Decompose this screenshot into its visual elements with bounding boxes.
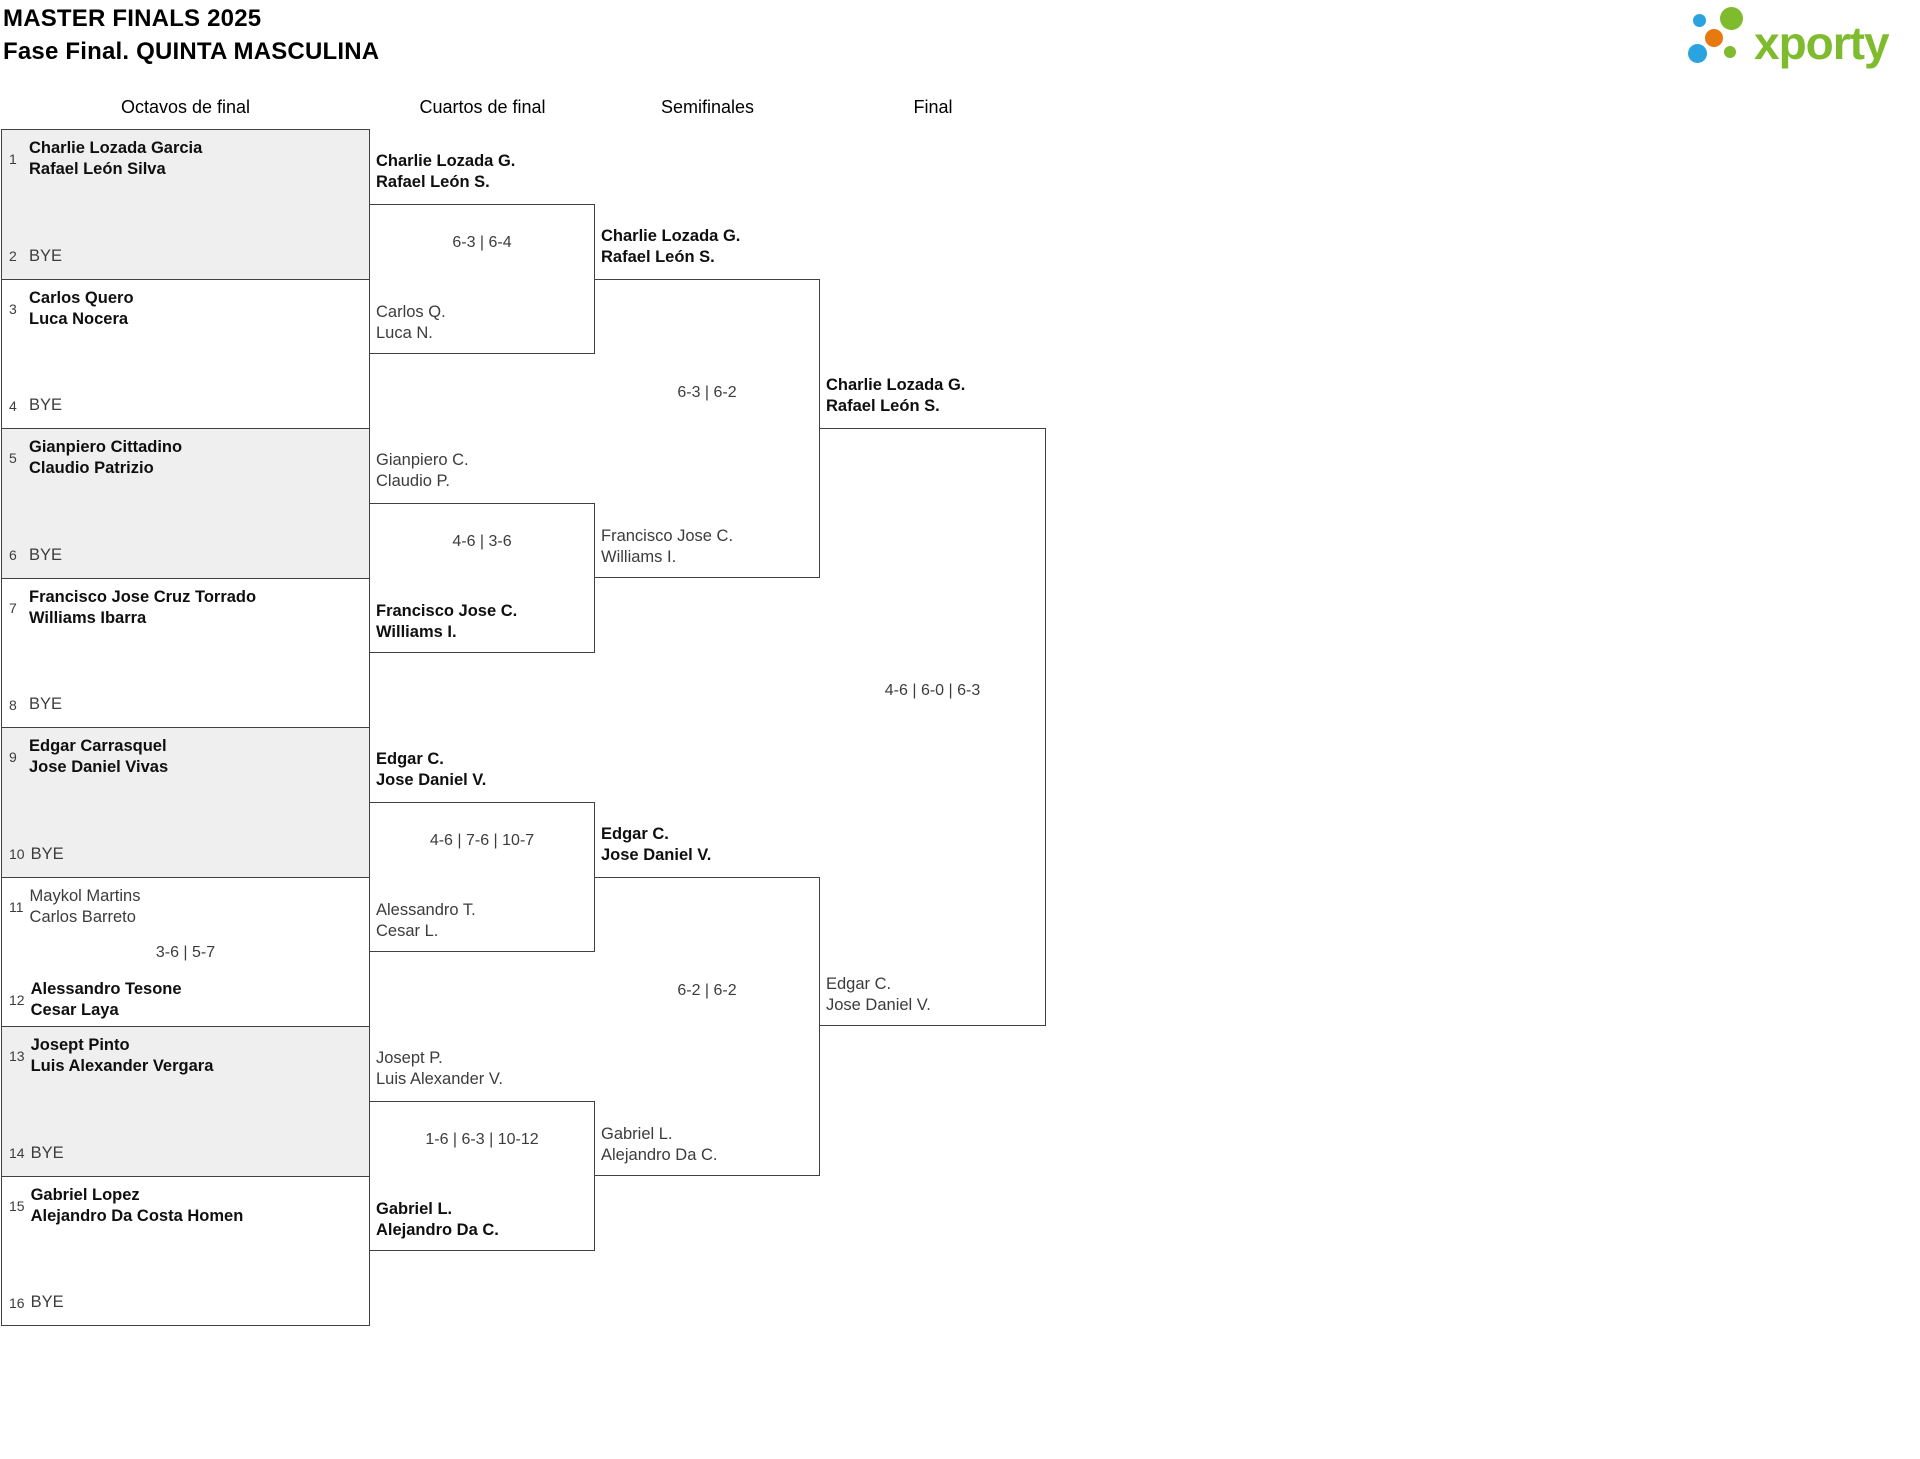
team-label: Gabriel L.Alejandro Da C. <box>601 1125 718 1164</box>
page-title: MASTER FINALS 2025 Fase Final. QUINTA MA… <box>3 2 379 68</box>
team-label: Gianpiero C.Claudio P. <box>376 451 469 490</box>
team-label: Charlie Lozada G.Rafael León S. <box>601 227 741 266</box>
qf-match-4: Josept P.Luis Alexander V. 1-6 | 6-3 | 1… <box>370 1049 595 1251</box>
seed-number: 6 <box>9 547 17 563</box>
team-names: BYE <box>30 1143 64 1162</box>
seed-number: 13 <box>9 1048 25 1064</box>
seed-number: 2 <box>9 248 17 264</box>
team-names: BYE <box>29 246 63 265</box>
sf-match-1: Charlie Lozada G.Rafael León S. 6-3 | 6-… <box>595 227 820 578</box>
team-label: Edgar C.Jose Daniel V. <box>826 975 931 1014</box>
team-names: BYE <box>29 545 63 564</box>
qf-match-3: Edgar C.Jose Daniel V. 4-6 | 7-6 | 10-7 … <box>370 750 595 952</box>
round-header-semifinales: Semifinales <box>660 97 755 117</box>
round-header-final: Final <box>913 97 953 117</box>
seed-number: 7 <box>9 599 17 616</box>
logo-dot-green-small-icon <box>1724 46 1736 58</box>
seed-number: 10 <box>9 846 25 862</box>
team-label: Alessandro T.Cesar L. <box>376 901 476 940</box>
team-label: Josept P.Luis Alexander V. <box>376 1049 503 1088</box>
logo-dot-green-large-icon <box>1720 7 1743 30</box>
logo-dot-blue-large-icon <box>1688 44 1707 63</box>
seed-number: 11 <box>9 898 24 915</box>
team-label: Edgar C.Jose Daniel V. <box>601 825 712 864</box>
final-match: Charlie Lozada G.Rafael León S. 4-6 | 6-… <box>820 376 1046 1026</box>
logo-wordmark: xporty <box>1754 17 1890 69</box>
round-header-cuartos: Cuartos de final <box>419 97 546 117</box>
qf-match-1: Charlie Lozada G.Rafael León S. 6-3 | 6-… <box>370 152 595 354</box>
seed-number: 16 <box>9 1294 25 1311</box>
team-label: Carlos Q.Luca N. <box>376 303 446 342</box>
seed-number: 14 <box>9 1145 25 1161</box>
seed-number: 1 <box>9 151 17 167</box>
round-header-octavos: Octavos de final <box>120 97 251 117</box>
xporty-logo[interactable]: xporty <box>1676 4 1911 69</box>
tournament-title: MASTER FINALS 2025 <box>3 5 262 32</box>
seed-number: 4 <box>9 397 17 414</box>
team-label: Charlie Lozada G.Rafael León S. <box>376 152 516 191</box>
team-label: Francisco Jose C.Williams I. <box>601 527 734 566</box>
team-label: Gabriel L.Alejandro Da C. <box>376 1200 499 1239</box>
seed-number: 12 <box>9 992 25 1008</box>
seed-number: 5 <box>9 450 17 466</box>
seed-number: 15 <box>9 1197 25 1214</box>
qf-match-2: Gianpiero C.Claudio P. 4-6 | 3-6 Francis… <box>370 451 595 653</box>
match-score: 4-6 | 3-6 <box>452 533 512 550</box>
logo-dot-orange-icon <box>1705 29 1723 47</box>
seed-number: 3 <box>9 300 17 317</box>
team-label: Francisco Jose C.Williams I. <box>376 602 518 641</box>
match-score: 3-6 | 5-7 <box>155 943 216 961</box>
team-label: Edgar C.Jose Daniel V. <box>376 750 487 789</box>
match-score: 6-3 | 6-4 <box>452 234 512 251</box>
sf-match-2: Edgar C.Jose Daniel V. 6-2 | 6-2 Gabriel… <box>595 825 820 1176</box>
match-score: 6-3 | 6-2 <box>677 383 737 401</box>
match-score: 6-2 | 6-2 <box>677 981 737 999</box>
team-label: Charlie Lozada G.Rafael León S. <box>826 376 966 415</box>
team-names: BYE <box>29 695 63 713</box>
match-score: 4-6 | 7-6 | 10-7 <box>429 832 535 849</box>
team-names: BYE <box>30 844 64 863</box>
logo-dot-blue-small-icon <box>1693 14 1706 27</box>
seed-number: 9 <box>9 749 17 765</box>
team-names: BYE <box>29 396 63 414</box>
seed-number: 8 <box>9 696 17 713</box>
match-score: 1-6 | 6-3 | 10-12 <box>425 1131 539 1148</box>
phase-subtitle: Fase Final. QUINTA MASCULINA <box>3 38 380 65</box>
team-names: BYE <box>30 1293 64 1311</box>
match-score: 4-6 | 6-0 | 6-3 <box>884 682 981 699</box>
